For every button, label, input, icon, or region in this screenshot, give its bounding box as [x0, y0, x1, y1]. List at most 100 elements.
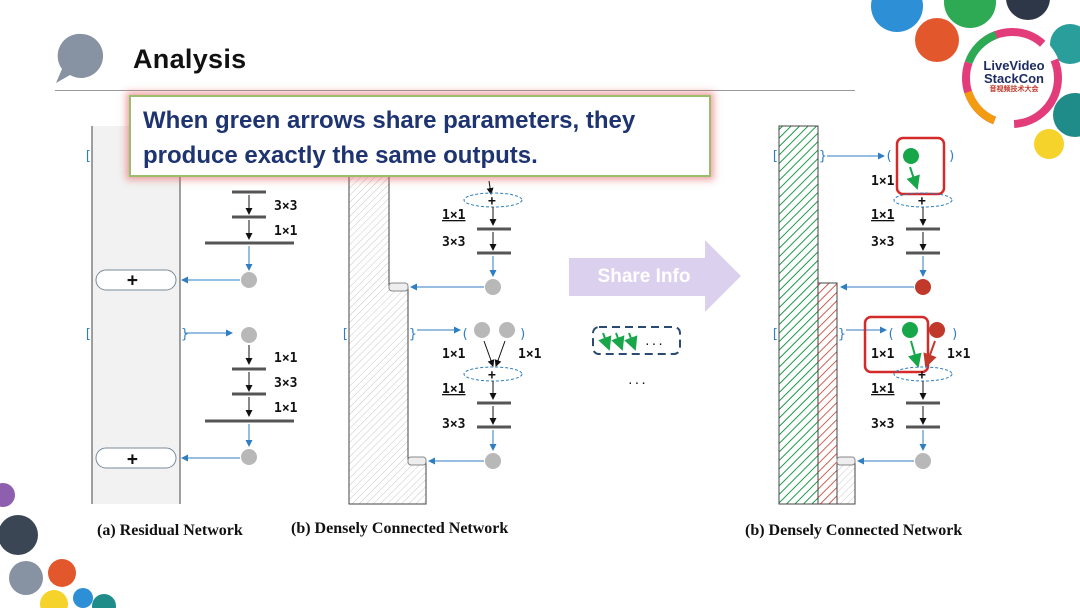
bubble-dark — [1006, 0, 1050, 20]
share-info-arrow: ... ... — [569, 240, 741, 387]
add-node — [95, 447, 177, 469]
bubble-teal — [1050, 24, 1080, 64]
ellipsis: ... — [644, 335, 664, 348]
bracket: } — [409, 327, 417, 342]
label-1x1: 1×1 — [871, 208, 895, 223]
bracket: } — [819, 149, 827, 164]
node-gray — [241, 449, 257, 465]
caption-dense-network: (b) Densely Connected Network — [291, 520, 509, 537]
bubble-blue — [871, 0, 923, 32]
concat-cap — [836, 456, 856, 466]
conv-arrow — [494, 340, 506, 367]
label-1x1: 1×1 — [274, 351, 298, 366]
dense-column — [348, 125, 427, 505]
label-3x3: 3×3 — [871, 235, 894, 250]
bracket: [ — [84, 149, 92, 164]
residual-column — [92, 126, 180, 504]
bubble-teal3 — [92, 594, 116, 608]
shared-params-box — [592, 326, 681, 355]
green-arrow-icon — [624, 332, 638, 351]
node-gray — [474, 322, 490, 338]
add-plus-small: + — [918, 194, 926, 209]
add-plus-small: + — [488, 368, 496, 383]
bubble-yellow2 — [40, 590, 68, 608]
label-3x3: 3×3 — [274, 376, 297, 391]
node-gray — [485, 279, 501, 295]
label-1x1: 1×1 — [947, 347, 971, 362]
callout-text: When green arrows share parameters, they… — [143, 107, 636, 169]
bracket: [ — [84, 327, 92, 342]
ellipsis: ... — [627, 374, 647, 387]
bubble-green — [944, 0, 996, 28]
bracket: } — [838, 327, 846, 342]
add-plus: + — [127, 270, 138, 291]
bubble-orange2 — [48, 559, 76, 587]
logo-line1: LiveVideo — [983, 58, 1045, 73]
add-node — [95, 269, 177, 291]
add-plus: + — [127, 449, 138, 470]
concat-cap — [407, 456, 427, 466]
green-arrow-icon — [598, 332, 612, 351]
node-red — [915, 279, 931, 295]
label-3x3: 3×3 — [871, 417, 894, 432]
bracket: [ — [771, 327, 779, 342]
shared-green-arrow — [908, 340, 922, 368]
node-gray — [241, 272, 257, 288]
title-bubble-icon — [56, 33, 104, 83]
node-gray — [485, 453, 501, 469]
bracket: ) — [951, 327, 959, 342]
dense-column-red — [817, 282, 838, 505]
concat-cap — [388, 282, 409, 292]
label-1x1: 1×1 — [442, 347, 466, 362]
green-arrow-icon — [611, 332, 625, 351]
dense-column-gray — [836, 459, 856, 505]
bubble-orange — [915, 18, 959, 62]
label-3x3: 3×3 — [442, 235, 465, 250]
highlight-box — [863, 315, 930, 374]
share-arrow-shape — [569, 240, 741, 312]
title-divider — [55, 90, 855, 91]
bracket: [ — [771, 149, 779, 164]
add-plus-small: + — [488, 194, 496, 209]
logo: LiveVideo StackCon 音视频技术大会 — [981, 59, 1047, 94]
bracket: ( — [885, 149, 893, 164]
bracket: ) — [948, 149, 956, 164]
label-1x1: 1×1 — [518, 347, 542, 362]
node-green — [902, 322, 918, 338]
caption-dense-network-shared: (b) Densely Connected Network — [745, 522, 963, 539]
bracket: [ — [341, 327, 349, 342]
highlight-box — [895, 136, 946, 196]
label-1x1: 1×1 — [871, 382, 895, 397]
logo-ring — [962, 28, 1062, 128]
label-1x1: 1×1 — [871, 347, 895, 362]
label-3x3: 3×3 — [274, 199, 297, 214]
bracket: } — [181, 327, 189, 342]
logo-line2: StackCon — [984, 71, 1044, 86]
shared-green-arrow — [906, 166, 920, 190]
dense-column-green — [778, 125, 819, 505]
conv-arrow — [483, 340, 495, 367]
node-green — [903, 148, 919, 164]
share-info-label: Share Info — [597, 266, 691, 287]
label-1x1: 1×1 — [442, 382, 466, 397]
node-gray — [241, 327, 257, 343]
label-1x1: 1×1 — [871, 174, 895, 189]
bracket: ( — [461, 327, 469, 342]
bubble-teal2 — [1053, 93, 1080, 137]
callout-box: When green arrows share parameters, they… — [129, 95, 711, 177]
page-title: Analysis — [133, 44, 247, 74]
conv-arrow — [486, 180, 494, 195]
red-arrow — [923, 340, 937, 368]
bubble-purple — [0, 483, 15, 507]
node-gray — [499, 322, 515, 338]
label-3x3: 3×3 — [442, 417, 465, 432]
label-1x1: 1×1 — [274, 224, 298, 239]
bracket: ) — [519, 327, 527, 342]
dense-network-shared: [ } ( ) [ } ( ) 1×1 + 1×1 3×3 1×1 1×1 — [771, 125, 971, 505]
logo-ring-outer — [962, 28, 1062, 128]
bubble-grey — [9, 561, 43, 595]
logo-line3: 音视频技术大会 — [989, 86, 1039, 93]
label-1x1: 1×1 — [442, 208, 466, 223]
add-plus-small: + — [918, 368, 926, 383]
